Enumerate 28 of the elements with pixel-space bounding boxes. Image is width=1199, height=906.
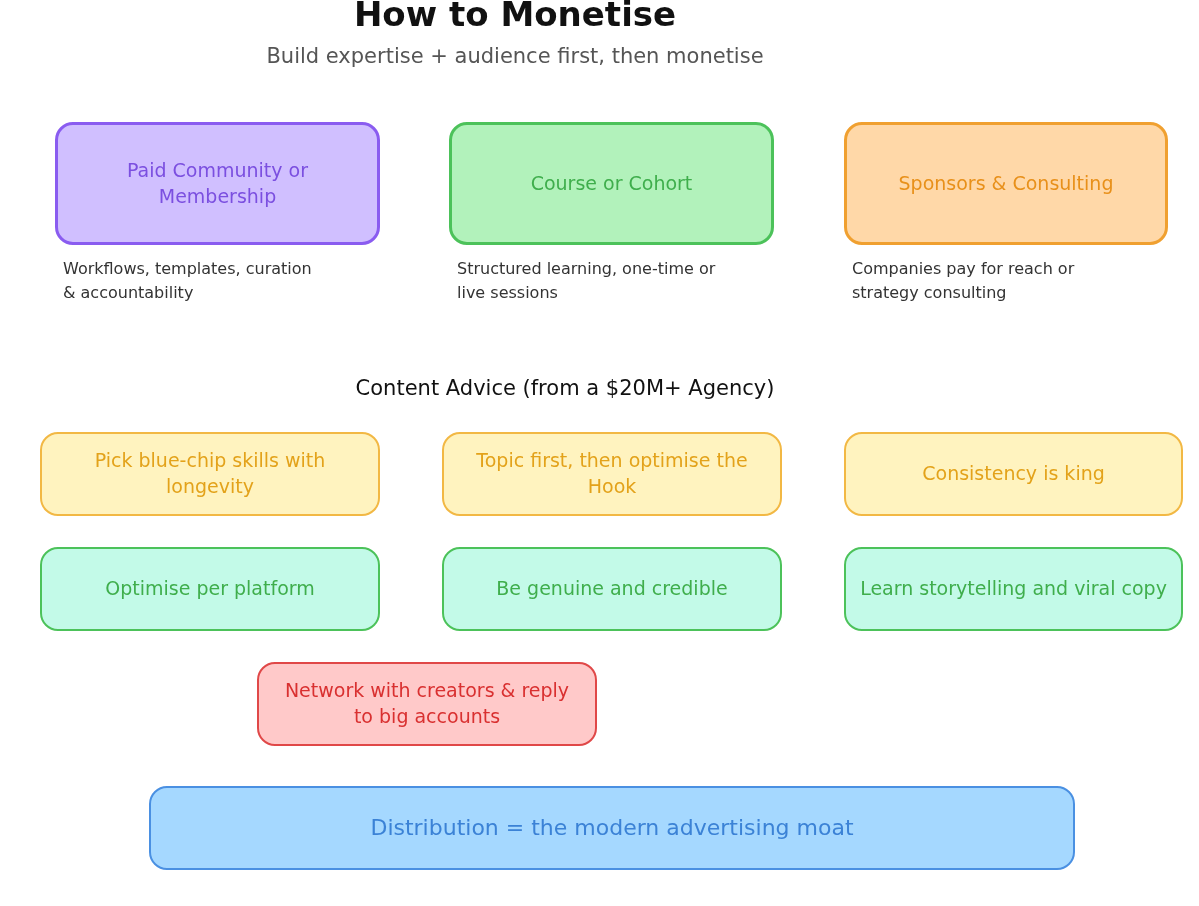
description-text: Structured learning, one-time or live sessions — [457, 258, 717, 304]
advice-box — [844, 547, 1183, 631]
advice-box — [844, 432, 1183, 516]
advice-box — [442, 432, 782, 516]
section-heading: Content Advice (from a $20M+ Agency) — [354, 376, 776, 400]
offer-box — [449, 122, 774, 245]
box-label: Distribution = the modern advertising moat — [370, 814, 854, 843]
description-text: Workflows, templates, curation & accountability — [63, 258, 313, 304]
advice-box — [257, 662, 597, 746]
box-label: Pick blue-chip skills with longevity — [93, 448, 327, 499]
advice-box — [442, 547, 782, 631]
description-text: Companies pay for reach or strategy consulting — [852, 258, 1076, 304]
foundation-box — [149, 786, 1075, 870]
diagram-title: How to Monetise — [352, 0, 678, 34]
box-label: Network with creators & reply to big accounts — [283, 678, 571, 729]
advice-box — [40, 432, 380, 516]
box-label: Be genuine and credible — [496, 576, 728, 602]
box-label: Optimise per platform — [105, 576, 315, 602]
box-label: Sponsors & Consulting — [898, 170, 1114, 196]
offer-box — [55, 122, 380, 245]
offer-box — [844, 122, 1168, 245]
box-label: Learn storytelling and viral copy — [860, 576, 1167, 602]
box-label: Topic first, then optimise the Hook — [475, 448, 749, 499]
subtitle: Build expertise + audience first, then monetise — [265, 44, 765, 68]
advice-box — [40, 547, 380, 631]
box-label: Paid Community or Membership — [125, 157, 310, 209]
box-label: Consistency is king — [922, 461, 1105, 487]
box-label: Course or Cohort — [530, 170, 693, 196]
